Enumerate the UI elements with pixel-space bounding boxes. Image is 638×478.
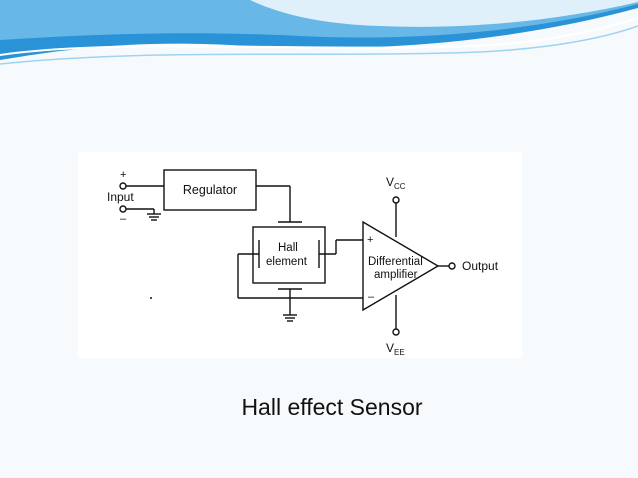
hall-sensor-circuit-diagram: + Input – Regulator Hall element + – Dif… bbox=[78, 152, 522, 358]
vcc-label: VCC bbox=[386, 175, 406, 191]
amplifier-label-line2: amplifier bbox=[374, 269, 418, 281]
input-minus-sign: – bbox=[120, 213, 127, 225]
amplifier-label-line1: Differential bbox=[368, 256, 423, 268]
amplifier-minus-input: – bbox=[368, 291, 375, 303]
hall-element-label-line1: Hall bbox=[278, 242, 298, 254]
output-label: Output bbox=[462, 259, 499, 273]
vee-label: VEE bbox=[386, 341, 405, 357]
input-plus-sign: + bbox=[120, 169, 126, 181]
slide-caption: Hall effect Sensor bbox=[241, 394, 423, 420]
amplifier-plus-input: + bbox=[367, 234, 373, 246]
header-wave-decoration bbox=[0, 0, 638, 65]
input-label: Input bbox=[107, 190, 134, 204]
hall-element-label-line2: element bbox=[266, 256, 308, 268]
regulator-label: Regulator bbox=[183, 183, 237, 197]
